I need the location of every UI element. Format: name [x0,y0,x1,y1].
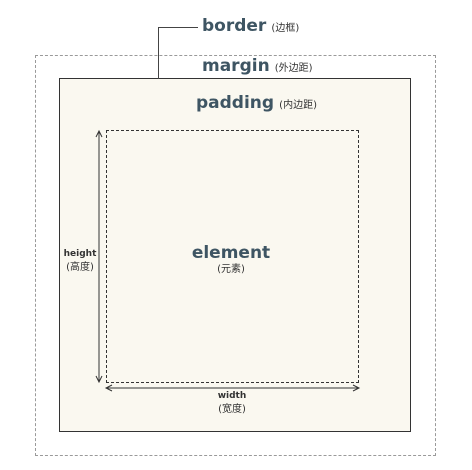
margin-term: margin [202,56,270,76]
height-label: height (高度) [58,250,102,273]
border-label: border (边框) [202,18,299,35]
border-note: (边框) [271,23,300,34]
margin-note: (外边距) [274,63,313,74]
height-term: height [63,249,97,259]
border-pointer-line [158,27,159,79]
padding-label: padding (内边距) [196,95,317,112]
element-area [106,130,359,383]
width-arrow-left-icon [104,384,113,392]
border-area [59,78,411,432]
element-label: element (元素) [181,245,281,275]
element-term: element [191,243,271,263]
border-term: border [202,16,267,36]
width-note: (宽度) [218,404,246,415]
element-note: (元素) [217,264,245,275]
margin-area [35,55,436,456]
margin-label: margin (外边距) [202,58,313,75]
width-arrow-right-icon [352,384,361,392]
border-pointer-line-horizontal [158,27,198,28]
height-note: (高度) [66,262,94,273]
padding-term: padding [196,93,275,113]
padding-note: (内边距) [279,100,317,111]
height-arrow-down-icon [95,375,103,384]
width-label: width (宽度) [207,392,257,415]
height-arrow-up-icon [95,129,103,138]
width-term: width [217,391,247,401]
